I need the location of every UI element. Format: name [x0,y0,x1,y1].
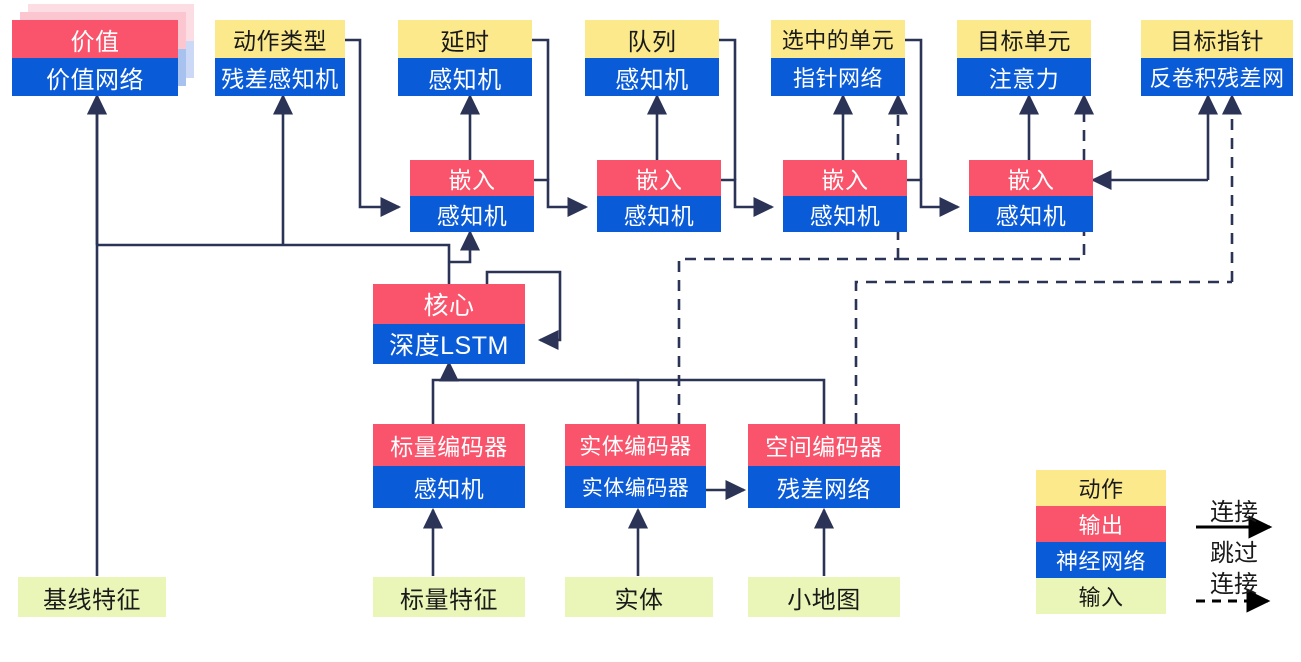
node-core-output-label: 核心 [373,284,525,324]
legend-input-label: 输入 [1036,578,1166,614]
node-embed-selected-units-network-label: 感知机 [783,196,907,232]
node-selected-units-network-label: 指针网络 [771,58,905,96]
node-baseline-features-label: 基线特征 [18,577,166,617]
legend-output-label: 输出 [1036,506,1166,542]
skip-spatial-encoder-bus [854,280,1232,424]
edge-core-self-loop [485,270,562,351]
node-value-network-label: 价值网络 [12,58,178,96]
edge-delay-to-embed-queue [534,178,589,218]
node-embed-delay-network-label: 感知机 [410,196,534,232]
node-value-action-label: 价值 [12,20,178,58]
node-embed-delay-output-label: 嵌入 [410,160,534,196]
node-queue-network-label: 感知机 [585,58,719,96]
node-target-point[interactable]: 目标指针 反卷积残差网 [1141,20,1293,96]
node-embed-queue[interactable]: 嵌入 感知机 [597,160,721,232]
node-embed-selected-units-output-label: 嵌入 [783,160,907,196]
skip-entity-to-target-unit [898,93,1095,261]
node-core-network-label: 深度LSTM [373,324,525,364]
node-entity-encoder-output-label: 实体编码器 [565,424,706,466]
edge-action-type-to-embed-delay [345,38,402,218]
node-spatial-encoder-output-label: 空间编码器 [748,424,900,466]
node-target-point-network-label: 反卷积残差网 [1141,58,1293,96]
edge-selected-to-embed-target [907,178,961,218]
edge-spatial-encoder-to-core [449,378,826,424]
node-embed-target-unit-output-label: 嵌入 [969,160,1093,196]
node-queue[interactable]: 队列 感知机 [585,20,719,96]
node-target-unit-action-label: 目标单元 [957,20,1091,58]
edge-selected-head-down [905,38,923,180]
node-entities-label: 实体 [565,577,713,617]
node-action-type-network-label: 残差感知机 [215,58,345,96]
node-minimap-label: 小地图 [748,577,900,617]
node-core[interactable]: 核心 深度LSTM [373,284,525,364]
skip-entity-encoder-bus [677,257,898,424]
edge-core-to-embed-delay [449,229,481,264]
legend-network-label: 神经网络 [1036,542,1166,578]
node-scalar-encoder-network-label: 感知机 [373,466,525,508]
legend-action-label: 动作 [1036,470,1166,506]
legend-skip-text-line1: 跳过 [1210,540,1258,567]
node-entity-encoder[interactable]: 实体编码器 实体编码器 [565,424,706,508]
node-embed-target-unit[interactable]: 嵌入 感知机 [969,160,1093,232]
node-queue-action-label: 队列 [585,20,719,58]
node-delay[interactable]: 延时 感知机 [398,20,532,96]
node-embed-delay[interactable]: 嵌入 感知机 [410,160,534,232]
node-spatial-encoder[interactable]: 空间编码器 残差网络 [748,424,900,508]
node-action-type-action-label: 动作类型 [215,20,345,58]
node-selected-units[interactable]: 选中的单元 指针网络 [771,20,905,96]
node-target-unit[interactable]: 目标单元 注意力 [957,20,1091,96]
legend-swatch: 动作 输出 神经网络 输入 [1036,470,1166,614]
edge-queue-to-embed-selected [720,178,775,218]
node-spatial-encoder-network-label: 残差网络 [748,466,900,508]
node-target-point-action-label: 目标指针 [1141,20,1293,58]
edge-scalar-encoder-to-core [431,378,449,424]
node-embed-selected-units[interactable]: 嵌入 感知机 [783,160,907,232]
node-embed-queue-network-label: 感知机 [597,196,721,232]
edge-queue-head-down [719,38,737,180]
legend-skip-text-line2: 连接 [1210,571,1258,598]
node-entity-encoder-network-label: 实体编码器 [565,466,706,508]
node-delay-network-label: 感知机 [398,58,532,96]
node-delay-action-label: 延时 [398,20,532,58]
node-embed-queue-output-label: 嵌入 [597,160,721,196]
node-target-unit-network-label: 注意力 [957,58,1091,96]
legend-connection-text: 连接 [1210,499,1258,526]
node-entities[interactable]: 实体 [565,577,713,617]
edge-delay-head-down [532,38,550,180]
edge-core-output-bus [97,243,451,284]
node-scalar-features-label: 标量特征 [373,577,525,617]
node-embed-target-unit-network-label: 感知机 [969,196,1093,232]
node-scalar-encoder-output-label: 标量编码器 [373,424,525,466]
node-scalar-features[interactable]: 标量特征 [373,577,525,617]
node-value[interactable]: 价值 价值网络 [12,20,178,96]
edge-entity-encoder-to-core [449,378,640,424]
node-selected-units-action-label: 选中的单元 [771,20,905,58]
node-action-type[interactable]: 动作类型 残差感知机 [215,20,345,96]
node-baseline-features[interactable]: 基线特征 [18,577,166,617]
node-scalar-encoder[interactable]: 标量编码器 感知机 [373,424,525,508]
node-minimap[interactable]: 小地图 [748,577,900,617]
